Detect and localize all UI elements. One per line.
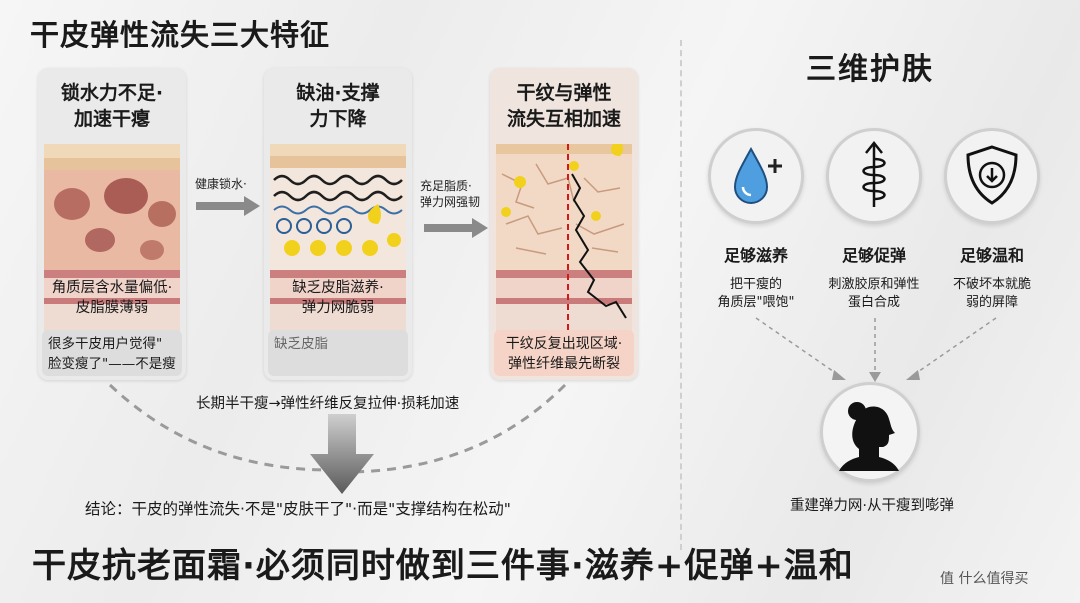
feature-card-3: 干纹与弹性 流失互相加速 干纹反复出现区域· 弹性纤维最先断裂 bbox=[490, 68, 638, 380]
item-1-desc: 把干瘦的 角质层"喂饱" bbox=[717, 277, 795, 310]
arrow-1-icon bbox=[196, 196, 260, 216]
convergence-arrows bbox=[755, 317, 997, 382]
spring-arrow-icon bbox=[862, 140, 886, 207]
bottom-headline: 干皮抗老面霜·必须同时做到三件事·滋养+促弹+温和 bbox=[32, 546, 854, 586]
nourish-circle bbox=[708, 128, 804, 224]
feature-card-1: 锁水力不足· 加速干瘪 角质层含水量偏低· 皮脂膜薄弱 很多干皮用户觉得" 脸变… bbox=[38, 68, 186, 380]
card-1-desc: 角质层含水量偏低· 皮脂膜薄弱 bbox=[51, 280, 173, 316]
gentle-circle bbox=[944, 128, 1040, 224]
card-3-desc: 干纹反复出现区域· 弹性纤维最先断裂 bbox=[494, 330, 634, 376]
arrow-2-label: 充足脂质· 弹力网强韧 bbox=[420, 179, 481, 209]
watermark: 值 什么值得买 bbox=[940, 571, 1029, 587]
water-drop-plus-icon bbox=[733, 146, 782, 204]
card-2-title: 缺油·支撑 力下降 bbox=[296, 82, 380, 130]
conclusion-text: 结论：干皮的弹性流失·不是"皮肤干了"·而是"支撑结构在松动" bbox=[85, 500, 511, 518]
item-3-desc: 不破坏本就脆 弱的屏障 bbox=[952, 277, 1031, 310]
wrinkle-skin-illustration bbox=[496, 144, 632, 340]
feature-card-2: 缺油·支撑 力下降 缺乏皮脂滋养· 弹力网脆弱 缺乏皮脂 bbox=[264, 68, 412, 380]
shield-arrow-icon bbox=[966, 145, 1018, 205]
item-2-desc: 刺激胶原和弹性 蛋白合成 bbox=[828, 277, 920, 310]
arrow-1-blurred-text bbox=[196, 214, 258, 246]
firm-circle bbox=[826, 128, 922, 224]
result-text: 重建弹力网·从干瘦到嘭弹 bbox=[789, 498, 955, 514]
item-3-label: 足够温和 bbox=[959, 246, 1024, 265]
item-1-label: 足够滋养 bbox=[723, 246, 788, 265]
item-2-label: 足够促弹 bbox=[841, 246, 906, 265]
section-divider bbox=[680, 40, 682, 550]
oil-lacking-skin-illustration bbox=[270, 144, 406, 340]
card-2-note: 缺乏皮脂 bbox=[268, 330, 408, 376]
woman-profile-icon bbox=[839, 402, 899, 471]
down-arrow-icon bbox=[310, 414, 374, 494]
long-term-text: 长期半干瘦→弹性纤维反复拉伸·损耗加速 bbox=[196, 396, 460, 412]
dry-skin-illustration bbox=[44, 144, 180, 340]
card-1-title: 锁水力不足· 加速干瘪 bbox=[60, 82, 164, 130]
card-3-title: 干纹与弹性 流失互相加速 bbox=[506, 82, 621, 130]
page-title: 干皮弹性流失三大特征 bbox=[30, 18, 331, 52]
arrow-2-icon bbox=[424, 218, 488, 238]
card-1-note: 很多干皮用户觉得" 脸变瘦了"——不是瘦 bbox=[42, 330, 182, 376]
card-2-desc: 缺乏皮脂滋养· 弹力网脆弱 bbox=[292, 280, 384, 316]
arrow-1-label: 健康锁水· bbox=[195, 177, 247, 191]
woman-profile-circle bbox=[820, 382, 920, 482]
dashed-arc bbox=[108, 383, 567, 474]
right-title: 三维护肤 bbox=[806, 52, 934, 87]
